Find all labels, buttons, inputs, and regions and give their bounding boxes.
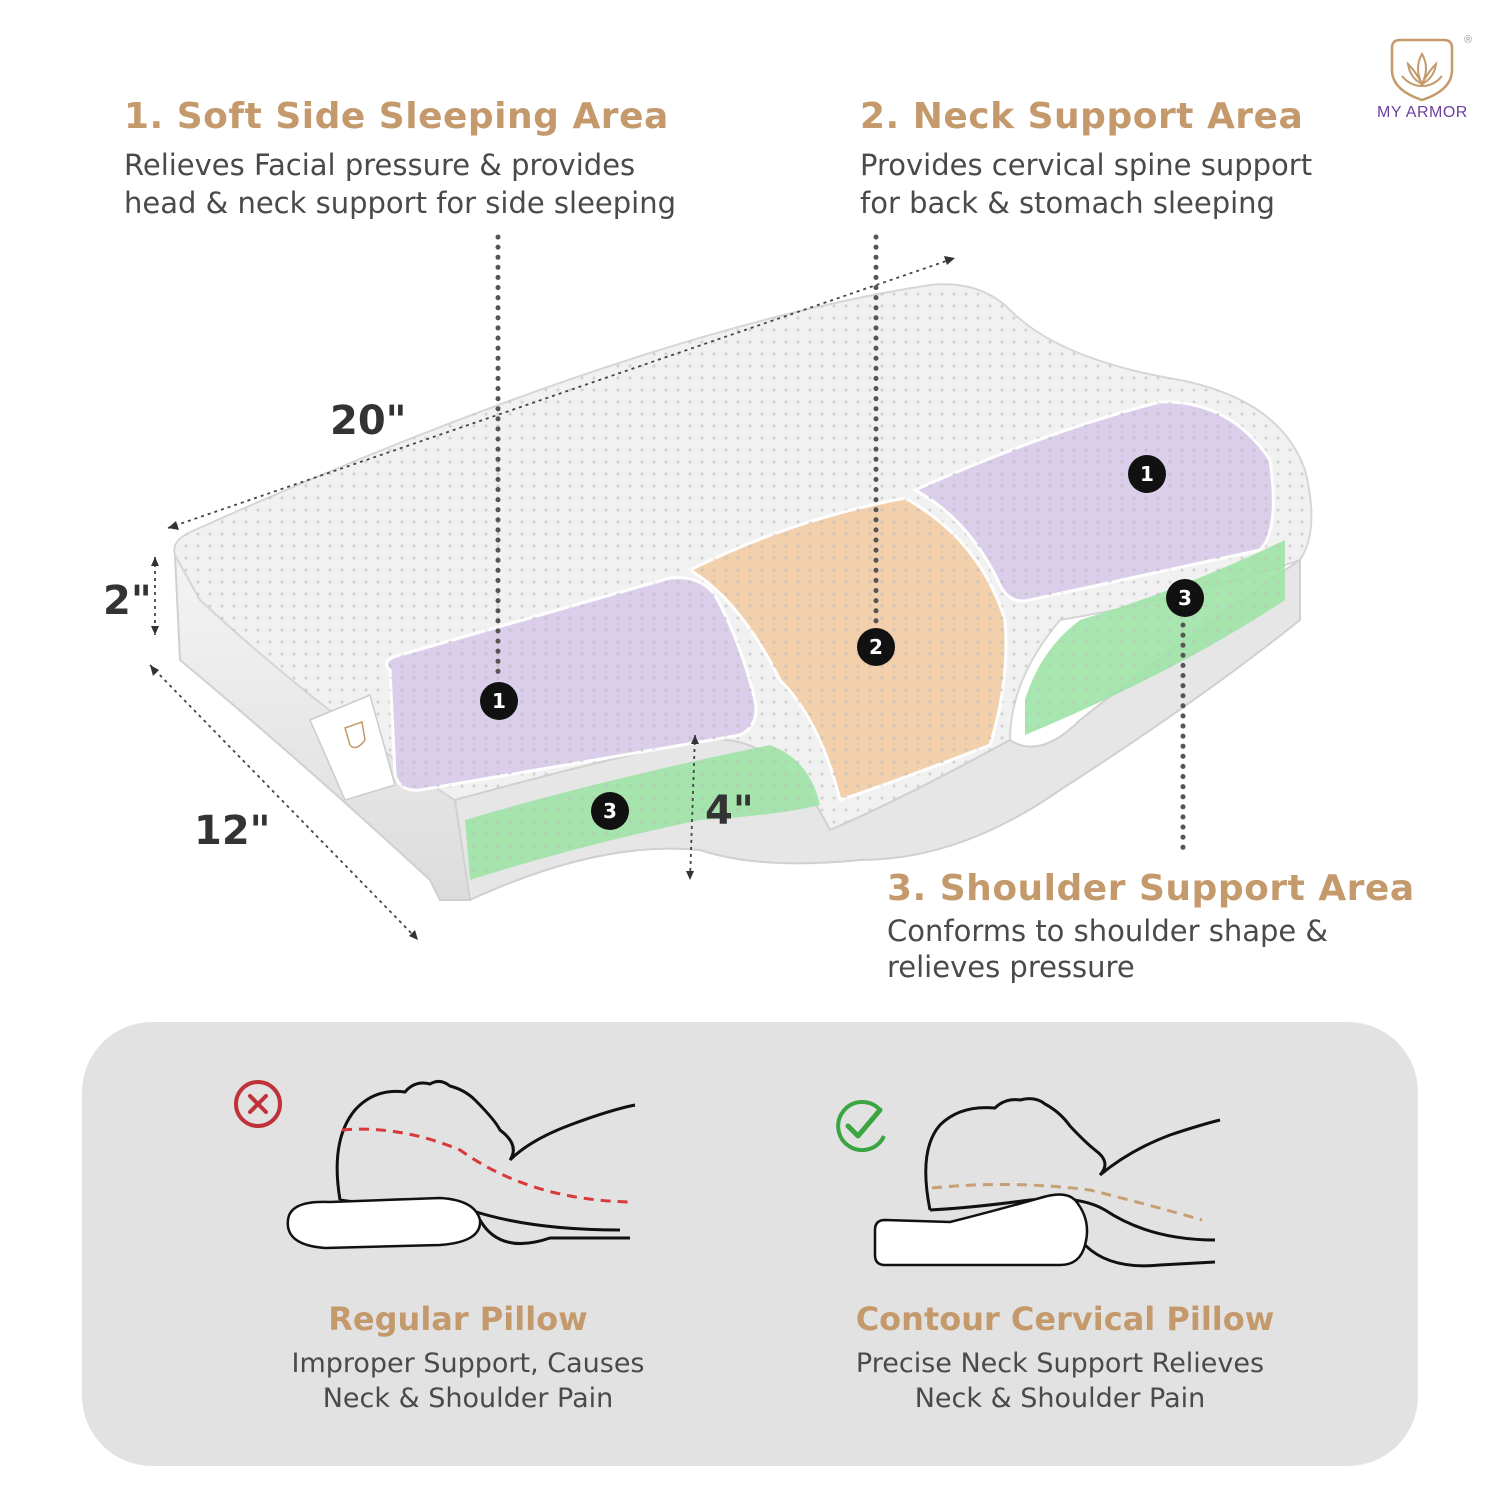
marker-3-front: 3 xyxy=(591,792,629,830)
dimension-height: 2" xyxy=(103,578,152,624)
brand-name: MY ARMOR xyxy=(1377,104,1468,121)
marker-1-right: 1 xyxy=(1128,455,1166,493)
contour-pillow-illustration xyxy=(836,1097,1221,1268)
contour-pillow-desc-line1: Precise Neck Support Relieves xyxy=(855,1348,1265,1379)
check-circle-icon xyxy=(836,1100,886,1153)
area-3-desc-line2: relieves pressure xyxy=(887,950,1135,984)
dim-line-width xyxy=(149,664,419,941)
dimension-length: 20" xyxy=(330,398,407,444)
area-3-title: 3. Shoulder Support Area xyxy=(887,868,1415,909)
area-2-desc-line1: Provides cervical spine support xyxy=(860,148,1313,182)
regular-pillow-illustration xyxy=(234,1079,636,1250)
x-circle-icon xyxy=(234,1080,282,1128)
regular-pillow-desc-line1: Improper Support, Causes xyxy=(291,1348,645,1379)
dimension-contour-height: 4" xyxy=(705,788,754,834)
dim-line-length xyxy=(167,257,956,529)
area-3-desc-line1: Conforms to shoulder shape & xyxy=(887,914,1329,948)
brand-logo: ® MY ARMOR xyxy=(1372,32,1492,132)
contour-pillow-desc-line2: Neck & Shoulder Pain xyxy=(914,1383,1206,1414)
marker-2: 2 xyxy=(857,628,895,666)
pillow-brand-tag xyxy=(309,693,396,801)
area-2-desc-line2: for back & stomach sleeping xyxy=(860,186,1275,220)
area-2-title: 2. Neck Support Area xyxy=(860,96,1304,137)
area-1-desc-line2: head & neck support for side sleeping xyxy=(124,186,677,220)
dimension-width: 12" xyxy=(194,808,271,854)
regular-pillow-desc-line2: Neck & Shoulder Pain xyxy=(322,1383,614,1414)
marker-3-right: 3 xyxy=(1166,579,1204,617)
lotus-shield-icon xyxy=(1390,38,1454,102)
contour-pillow-title: Contour Cervical Pillow xyxy=(855,1300,1275,1338)
area-1-desc-line1: Relieves Facial pressure & provides xyxy=(124,148,636,182)
pillow-illustration xyxy=(149,234,1313,941)
regular-pillow-title: Regular Pillow xyxy=(328,1300,588,1338)
area-1-title: 1. Soft Side Sleeping Area xyxy=(124,96,669,137)
registered-mark: ® xyxy=(1464,34,1473,46)
marker-1-left: 1 xyxy=(480,682,518,720)
dim-line-contour xyxy=(689,734,696,881)
